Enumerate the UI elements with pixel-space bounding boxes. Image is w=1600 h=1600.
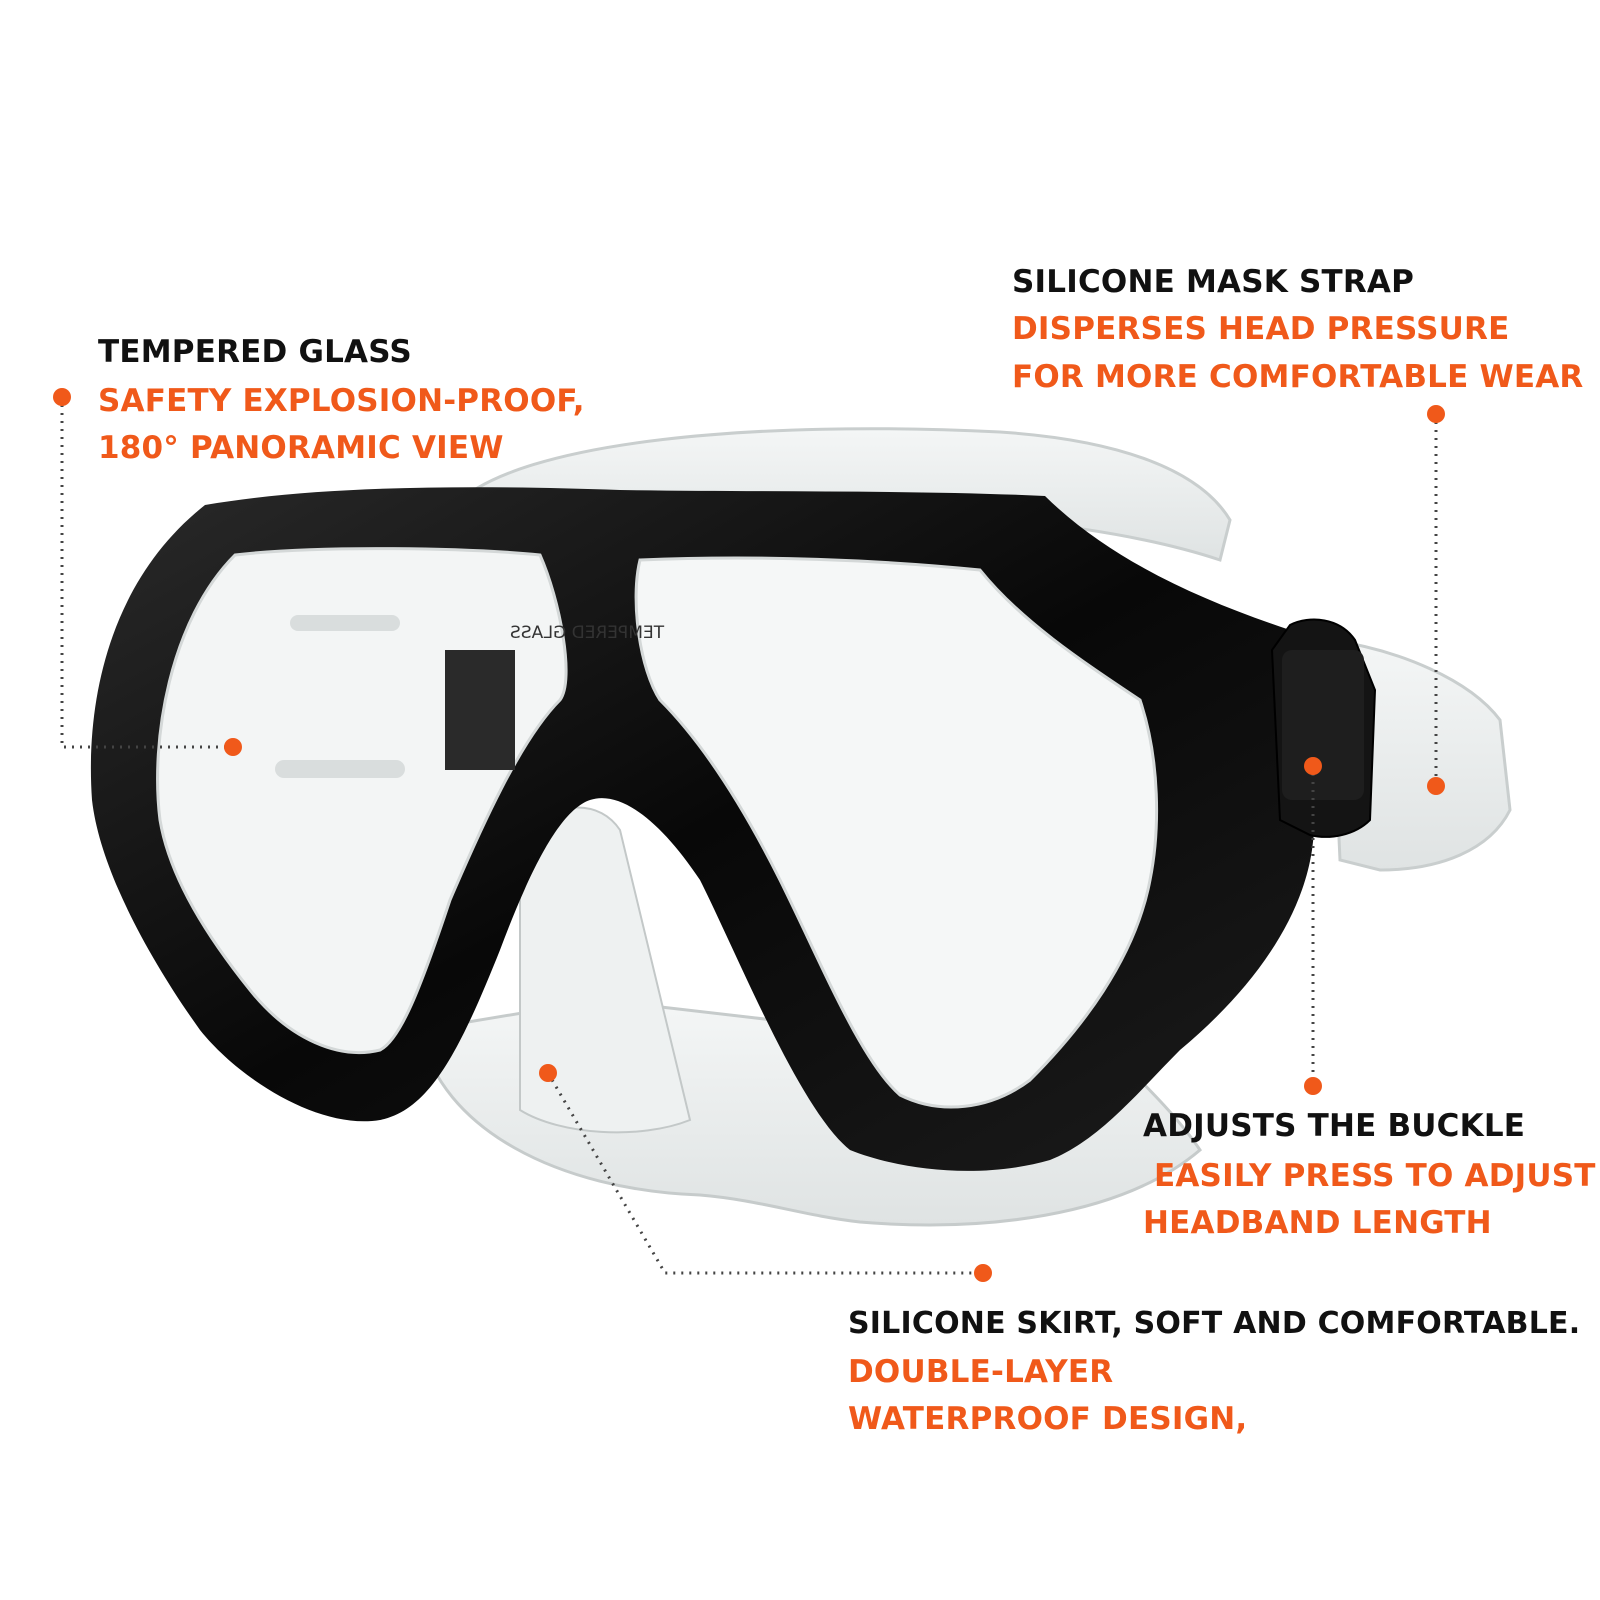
dot-buckle-end — [1304, 1077, 1322, 1095]
dot-mask-strap-start — [1427, 405, 1445, 423]
callout-mask-strap-line1: DISPERSES HEAD PRESSURE — [1012, 311, 1510, 347]
callout-tempered-glass-line2: 180° PANORAMIC VIEW — [98, 430, 504, 466]
dot-skirt-start — [539, 1064, 557, 1082]
left-lens-reflection — [290, 615, 400, 631]
callout-buckle-line2: HEADBAND LENGTH — [1143, 1205, 1492, 1241]
leader-lines — [60, 397, 1438, 1275]
right-lens — [634, 556, 1159, 1109]
callout-buckle-title: ADJUSTS THE BUCKLE — [1143, 1108, 1526, 1144]
callout-mask-strap-line2: FOR MORE COMFORTABLE WEAR — [1012, 359, 1584, 395]
buckle-button — [1282, 650, 1364, 800]
callout-skirt-line1: DOUBLE-LAYER — [848, 1354, 1114, 1390]
dot-buckle-start — [1304, 757, 1322, 775]
callout-tempered-glass-title: TEMPERED GLASS — [98, 334, 412, 370]
callout-buckle-line1: EASILY PRESS TO ADJUST — [1143, 1158, 1596, 1194]
lens-imprint: TEMPERED GLASS — [510, 623, 665, 643]
leader-tempered-glass — [60, 397, 233, 749]
callout-mask-strap-title: SILICONE MASK STRAP — [1012, 264, 1415, 300]
dot-mask-strap-end — [1427, 777, 1445, 795]
dot-tempered-glass-end — [224, 738, 242, 756]
left-lens-reflection-2 — [275, 760, 405, 778]
dot-tempered-glass-start — [53, 388, 71, 406]
skirt-nose-pocket — [519, 806, 692, 1134]
through-lens-buckle — [445, 650, 515, 770]
dot-skirt-end — [974, 1264, 992, 1282]
marker-dots — [53, 388, 1445, 1282]
callout-tempered-glass-line1: SAFETY EXPLOSION-PROOF, — [98, 383, 585, 419]
callout-skirt-title: SILICONE SKIRT, SOFT AND COMFORTABLE. — [848, 1306, 1581, 1341]
callout-skirt-line2: WATERPROOF DESIGN, — [848, 1401, 1248, 1437]
